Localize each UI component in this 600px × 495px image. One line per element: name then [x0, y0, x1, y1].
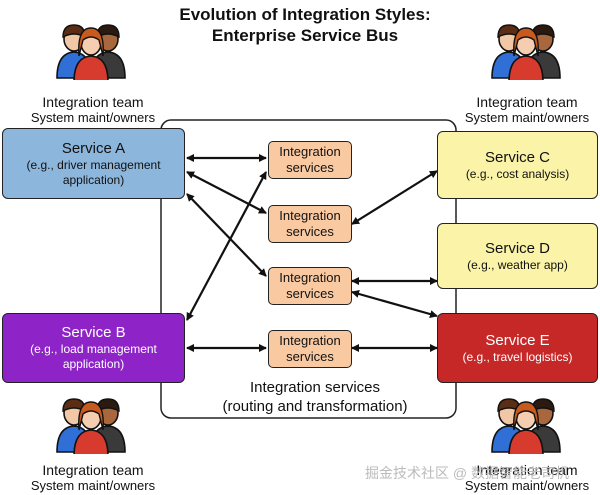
- bus-label-line-1: Integration services: [249, 379, 381, 396]
- team-label-bottom-left: Integration team System maint/owners: [18, 462, 168, 494]
- integration-label-4b: services: [286, 349, 334, 364]
- arrow-b-int1: [186, 171, 267, 321]
- integration-label-4a: Integration: [279, 333, 341, 348]
- service-d-example: (e.g., weather app): [467, 257, 568, 272]
- arrow-int2-c: [351, 170, 438, 225]
- bus-label: Integration services (routing and transf…: [200, 378, 430, 416]
- integration-label-3a: Integration: [279, 270, 341, 285]
- title-line-1: Evolution of Integration Styles:: [179, 5, 431, 24]
- team-label-bottom-right: Integration team System maint/owners: [452, 462, 600, 494]
- team-role-2: System maint/owners: [464, 478, 590, 493]
- people-group-icon: [56, 398, 126, 454]
- service-b-example-1: (e.g., load management: [30, 342, 157, 356]
- service-b-box: Service B (e.g., load management applica…: [2, 313, 185, 383]
- team-label-top-right: Integration team System maint/owners: [452, 94, 600, 126]
- team-role-2: System maint/owners: [30, 110, 156, 125]
- team-label-top-left: Integration team System maint/owners: [18, 94, 168, 126]
- service-c-name: Service C: [484, 148, 551, 166]
- service-e-example: (e.g., travel logistics): [462, 349, 573, 364]
- integration-label-1a: Integration: [279, 144, 341, 159]
- bus-label-line-2: (routing and transformation): [222, 398, 408, 415]
- service-a-example-2: application): [62, 172, 125, 187]
- integration-services-box-3: Integration services: [268, 267, 352, 305]
- people-group-icon: [56, 24, 126, 80]
- integration-services-box-4: Integration services: [268, 330, 352, 368]
- service-a-example-1: (e.g., driver management: [26, 157, 161, 172]
- integration-services-box-1: Integration services: [268, 141, 352, 179]
- service-c-example: (e.g., cost analysis): [465, 166, 570, 181]
- team-role-1: Integration team: [42, 94, 144, 110]
- team-role-2: System maint/owners: [30, 478, 156, 493]
- integration-label-2a: Integration: [279, 208, 341, 223]
- service-b-name: Service B: [61, 324, 126, 341]
- team-role-2: System maint/owners: [464, 110, 590, 125]
- arrow-int3-e: [351, 290, 438, 318]
- service-e-box: Service E (e.g., travel logistics): [437, 313, 598, 383]
- service-d-box: Service D (e.g., weather app): [437, 223, 598, 289]
- watermark: 掘金技术社区 @ 数据智能老司机: [365, 465, 569, 481]
- title-line-2: Enterprise Service Bus: [211, 26, 399, 45]
- service-d-name: Service D: [484, 239, 551, 257]
- integration-label-3b: services: [286, 286, 334, 301]
- service-b-example-2: application): [62, 357, 125, 371]
- diagram-title: Evolution of Integration Styles: Enterpr…: [150, 4, 460, 46]
- people-group-icon: [491, 24, 561, 80]
- team-role-1: Integration team: [476, 462, 578, 478]
- people-group-icon: [491, 398, 561, 454]
- service-e-name: Service E: [485, 331, 550, 349]
- service-a-box: Service A (e.g., driver management appli…: [2, 128, 185, 199]
- service-a-name: Service A: [61, 139, 126, 157]
- integration-label-1b: services: [286, 160, 334, 175]
- team-role-1: Integration team: [42, 462, 144, 478]
- service-c-box: Service C (e.g., cost analysis): [437, 131, 598, 199]
- integration-label-2b: services: [286, 224, 334, 239]
- team-role-1: Integration team: [476, 94, 578, 110]
- integration-services-box-2: Integration services: [268, 205, 352, 243]
